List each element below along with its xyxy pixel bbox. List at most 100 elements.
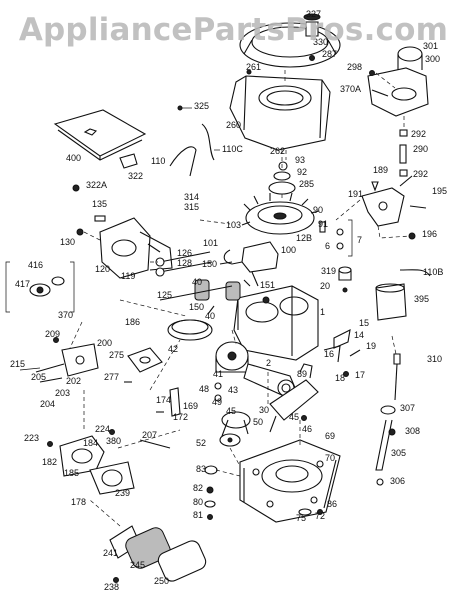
- callout-c370A: 370A: [340, 84, 361, 94]
- callout-c110: 110: [151, 156, 165, 166]
- connecting-rod: [243, 363, 297, 397]
- camshaft-gear: [214, 382, 251, 447]
- callout-c325: 325: [194, 101, 209, 111]
- callout-c301: 301: [423, 41, 438, 51]
- callout-c184: 184: [83, 438, 98, 448]
- callout-c395: 395: [414, 294, 429, 304]
- governor-lever: [323, 329, 361, 377]
- callout-c238: 238: [104, 582, 119, 592]
- callout-c18: 18: [335, 373, 345, 383]
- callout-c224: 224: [95, 424, 110, 434]
- callout-c380: 380: [106, 436, 121, 446]
- callout-c196: 196: [422, 229, 437, 239]
- callout-c45a: 45: [226, 406, 236, 416]
- callout-c417: 417: [15, 279, 30, 289]
- callout-c100: 100: [281, 245, 296, 255]
- callout-c245: 245: [130, 560, 145, 570]
- callout-c70: 70: [325, 453, 335, 463]
- callout-c6: 6: [325, 241, 330, 251]
- cylinder-block: [233, 271, 319, 361]
- callout-c46: 46: [302, 424, 312, 434]
- callout-c110B: 110B: [423, 267, 443, 277]
- callout-c12B: 12B: [296, 233, 312, 243]
- callout-c48: 48: [199, 384, 209, 394]
- callout-c19: 19: [366, 341, 376, 351]
- callout-c186: 186: [125, 317, 140, 327]
- callout-c42: 42: [168, 344, 178, 354]
- callout-c45b: 45: [289, 412, 299, 422]
- callout-c169: 169: [183, 401, 198, 411]
- callout-c110C: 110C: [222, 144, 243, 154]
- ignition-module: [219, 241, 279, 273]
- dipstick-tube: [375, 353, 401, 486]
- callout-c298: 298: [347, 62, 362, 72]
- callout-c103: 103: [226, 220, 241, 230]
- callout-c189: 189: [373, 165, 388, 175]
- air-filter-element-kit: [5, 261, 75, 313]
- callout-c204: 204: [40, 399, 55, 409]
- callout-c75: 75: [296, 513, 306, 523]
- muffler: [375, 269, 431, 321]
- callout-c195: 195: [432, 186, 447, 196]
- callout-c308: 308: [405, 426, 420, 436]
- callout-c400: 400: [66, 153, 81, 163]
- callout-c205: 205: [31, 372, 46, 382]
- callout-c89: 89: [297, 369, 307, 379]
- callout-c17: 17: [355, 370, 365, 380]
- callout-c120: 120: [95, 264, 110, 274]
- callout-c20: 20: [320, 281, 330, 291]
- fuel-tank: [367, 46, 429, 117]
- callout-c292a: 292: [411, 129, 426, 139]
- callout-c40b: 40: [205, 311, 215, 321]
- callout-c119: 119: [121, 271, 135, 281]
- part-number-callouts: 327330287301300298261370A325260400292290…: [10, 9, 447, 592]
- callout-c150a: 150: [202, 259, 217, 269]
- governor-linkage: [169, 123, 220, 177]
- callout-c300: 300: [425, 54, 440, 64]
- callout-c80: 80: [193, 497, 203, 507]
- recoil-starter-assembly: [239, 13, 341, 75]
- callout-c174: 174: [156, 395, 171, 405]
- flywheel-assembly: [241, 150, 320, 235]
- callout-c49: 49: [212, 397, 222, 407]
- callout-c370: 370: [58, 310, 73, 320]
- callout-c93: 93: [295, 155, 305, 165]
- callout-c330: 330: [313, 37, 328, 47]
- flywheel-key-group: [319, 219, 353, 257]
- callout-c260: 260: [226, 120, 241, 130]
- callout-c130: 130: [60, 237, 75, 247]
- callout-c275: 275: [109, 350, 124, 360]
- callout-c72: 72: [315, 511, 325, 521]
- callout-c277: 277: [104, 372, 119, 382]
- callout-c135: 135: [92, 199, 107, 209]
- callout-c92: 92: [297, 167, 307, 177]
- piston-and-rings: [167, 305, 249, 373]
- callout-c290: 290: [413, 144, 428, 154]
- callout-c91: 91: [318, 219, 328, 229]
- callout-c14: 14: [354, 330, 364, 340]
- blower-housing: [229, 70, 331, 151]
- callout-c185: 185: [64, 468, 79, 478]
- callout-c310: 310: [427, 354, 442, 364]
- exhaust-muffler: [89, 499, 207, 583]
- callout-c86: 86: [327, 499, 337, 509]
- callout-c209: 209: [45, 329, 60, 339]
- throttle-control: [19, 321, 99, 383]
- callout-c314: 314: [184, 192, 199, 202]
- callout-c215: 215: [10, 359, 25, 369]
- callout-c202: 202: [66, 376, 81, 386]
- callout-c83: 83: [196, 464, 206, 474]
- callout-c307: 307: [400, 403, 415, 413]
- callout-c50: 50: [253, 417, 263, 427]
- callout-c7: 7: [357, 235, 362, 245]
- callout-c191: 191: [348, 189, 363, 199]
- callout-c1: 1: [320, 307, 325, 317]
- callout-c41: 41: [213, 369, 223, 379]
- callout-c250: 250: [154, 576, 169, 586]
- mounting-flange: [239, 439, 341, 523]
- callout-c52: 52: [196, 438, 206, 448]
- callout-c2: 2: [266, 358, 271, 368]
- callout-c223: 223: [24, 433, 39, 443]
